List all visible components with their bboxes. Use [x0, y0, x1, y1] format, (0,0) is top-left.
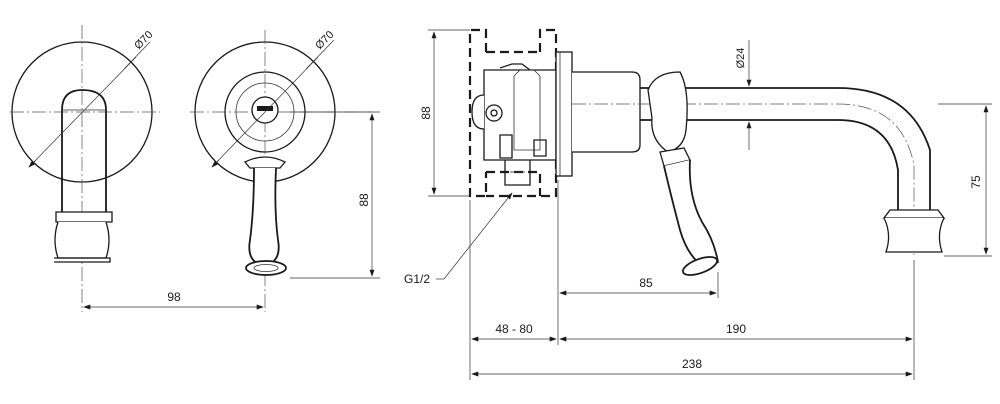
- lever-tip: [245, 260, 287, 276]
- concealed-body-left: [468, 28, 488, 198]
- front-view-spout: [10, 25, 160, 312]
- wall-depth-label: 48 - 80: [495, 322, 533, 336]
- front-spout-diameter-label: Ø70: [132, 29, 155, 52]
- body-height-dimension: [428, 29, 470, 197]
- spout-inner: [640, 119, 899, 210]
- front-view-handle: [190, 30, 372, 312]
- aerator-ring: [882, 209, 946, 219]
- inlet-thread-leader: [436, 192, 513, 280]
- spout-tube-front: [61, 89, 107, 212]
- brand-plate-icon: [257, 106, 273, 111]
- spout-drop-dimension: [938, 103, 992, 257]
- handle-housing: [572, 71, 641, 153]
- front-height-label: 88: [357, 193, 371, 207]
- lever-body-side: [663, 159, 720, 270]
- concealed-body-right: [486, 28, 558, 198]
- spout-aerator-body: [54, 221, 110, 259]
- spout-diameter-label: Ø24: [735, 48, 747, 69]
- lever-tip-side: [682, 256, 718, 276]
- spout-outer: [640, 87, 931, 210]
- inlet-thread-label: G1/2: [404, 272, 430, 286]
- wall-plate: [555, 51, 573, 177]
- valve-inlet: [504, 160, 531, 186]
- body-height-label: 88: [419, 106, 433, 120]
- handle-knob: [647, 71, 688, 153]
- spout-drop-label: 75: [969, 175, 983, 189]
- spout-centerline: [572, 103, 915, 255]
- spout-aerator-ring: [55, 211, 113, 223]
- lever-collar: [243, 156, 287, 169]
- side-view: [468, 28, 946, 276]
- spout-projection-label: 190: [726, 322, 746, 336]
- front-handle-diameter-label: Ø70: [313, 29, 336, 52]
- lever-body-front: [248, 167, 280, 267]
- overall-length-label: 238: [682, 357, 702, 371]
- lever-reach-label: 85: [639, 276, 653, 290]
- front-height-dimension: [290, 111, 380, 279]
- front-width-label: 98: [167, 290, 181, 304]
- aerator-body: [883, 217, 945, 253]
- side-extension-lines: [469, 180, 915, 380]
- valve-port: [485, 104, 503, 122]
